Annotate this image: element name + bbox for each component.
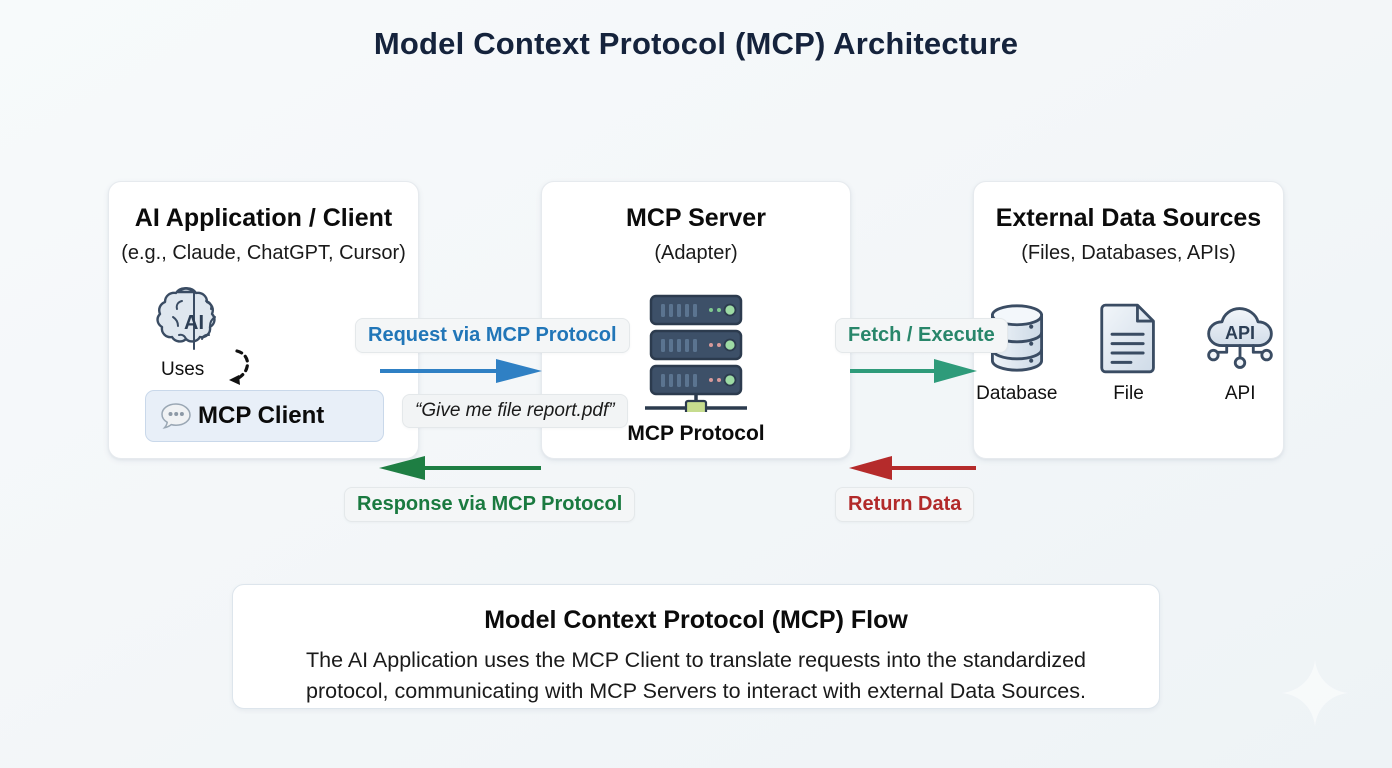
flow-label-response: Response via MCP Protocol bbox=[344, 487, 636, 522]
sparkle-icon bbox=[1280, 658, 1350, 728]
data-sources-row: Database bbox=[974, 300, 1283, 405]
summary-body: The AI Application uses the MCP Client t… bbox=[305, 648, 1087, 703]
data-source-label: Database bbox=[976, 383, 1058, 404]
data-source-label: File bbox=[1113, 383, 1144, 404]
uses-dashed-arrow-icon bbox=[213, 345, 259, 391]
flow-label-quote: “Give me file report.pdf” bbox=[402, 394, 628, 428]
mcp-client-box[interactable]: MCP Client bbox=[145, 390, 384, 442]
arrow-response-left bbox=[378, 455, 543, 481]
panel-client-subtitle: (e.g., Claude, ChatGPT, Cursor) bbox=[121, 242, 406, 264]
data-source-label: API bbox=[1224, 383, 1256, 404]
mcp-client-label: MCP Client bbox=[198, 402, 325, 429]
panel-sources-title: External Data Sources bbox=[995, 204, 1262, 232]
server-rack-icon bbox=[637, 292, 755, 416]
flow-label-fetch: Fetch / Execute bbox=[835, 318, 1008, 353]
api-cloud-icon-text: API bbox=[1225, 323, 1255, 343]
api-cloud-icon: API bbox=[1197, 300, 1283, 376]
arrow-request-right bbox=[378, 358, 543, 384]
arrow-return-left bbox=[848, 455, 978, 481]
brain-icon: AI bbox=[155, 285, 233, 357]
panel-sources-subtitle: (Files, Databases, APIs) bbox=[1021, 242, 1236, 264]
file-document-icon bbox=[1086, 300, 1172, 376]
arrow-fetch-right bbox=[848, 358, 978, 384]
summary-title: Model Context Protocol (MCP) Flow bbox=[484, 606, 908, 634]
brain-icon-text: AI bbox=[184, 312, 204, 334]
flow-label-request: Request via MCP Protocol bbox=[355, 318, 630, 353]
uses-label: Uses bbox=[161, 359, 205, 380]
data-source-file[interactable]: File bbox=[1086, 300, 1172, 405]
panel-client-title: AI Application / Client bbox=[134, 204, 393, 232]
speech-bubble-icon bbox=[159, 401, 193, 431]
summary-box: Model Context Protocol (MCP) Flow The AI… bbox=[232, 584, 1160, 709]
panel-external-data-sources: External Data Sources (Files, Databases,… bbox=[973, 181, 1284, 459]
data-source-api[interactable]: API API bbox=[1197, 300, 1283, 405]
mcp-protocol-label: MCP Protocol bbox=[627, 422, 765, 445]
panel-server-subtitle: (Adapter) bbox=[654, 242, 738, 264]
page-title: Model Context Protocol (MCP) Architectur… bbox=[373, 26, 1019, 61]
flow-label-return: Return Data bbox=[835, 487, 975, 522]
panel-server-title: MCP Server bbox=[626, 204, 766, 232]
